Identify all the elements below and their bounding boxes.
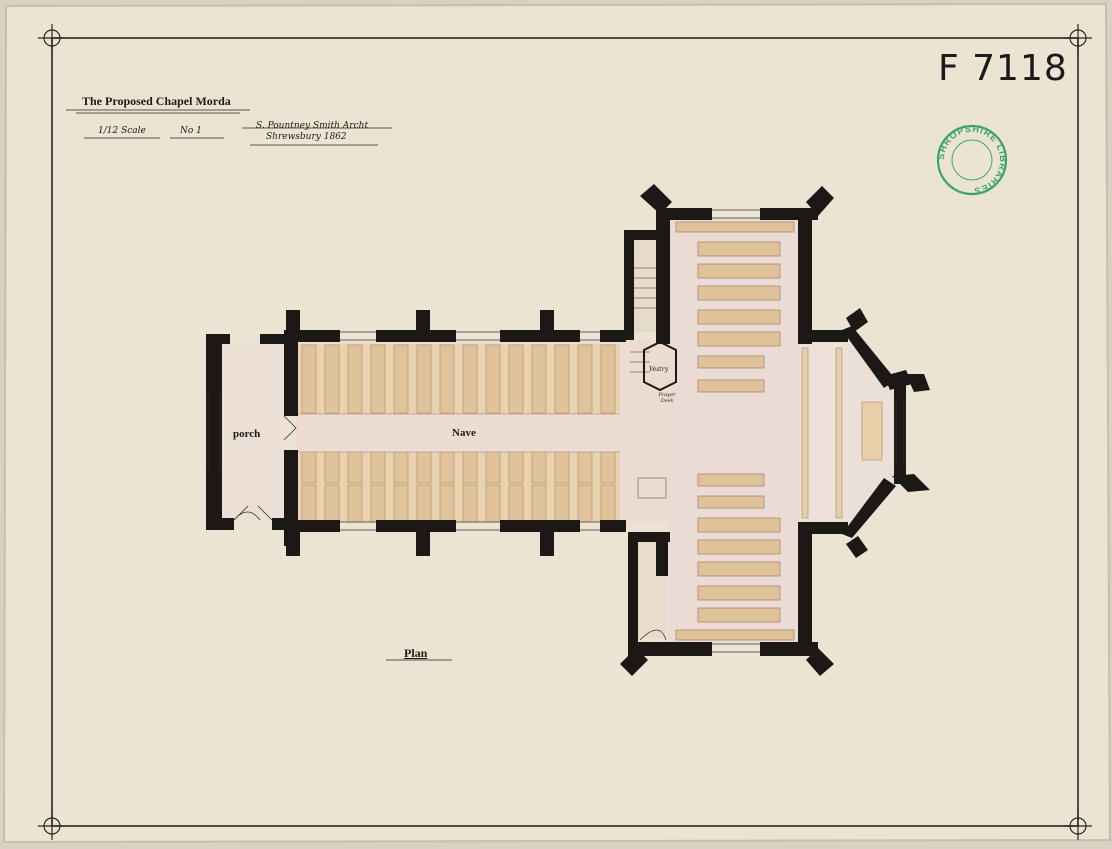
room-label-prayer-desk: Prayer Desk [658,392,676,404]
sheet-number: No 1 [180,126,202,136]
stairs [630,267,667,499]
drawing-title: The Proposed Chapel Morda [82,94,231,108]
library-stamp [936,124,1008,196]
corner-marks [38,24,1092,840]
walls [206,184,930,676]
transept-pews [675,221,795,641]
doors [233,415,667,641]
border-frame [51,37,1079,827]
windows [207,209,905,653]
room-label-porch: porch [233,428,261,440]
altar-table [861,401,883,461]
room-label-nave: Nave [452,427,476,439]
scale-label: 1/12 Scale [98,126,146,136]
architect-signature: S. Pountney Smith Archt [256,121,369,131]
room-label-vestry: Vestry [649,366,669,373]
title-rules [66,109,452,661]
plan-label: Plan [404,646,428,660]
nave-pews [298,344,620,522]
catalogue-number: F 7118 [938,48,1068,89]
chancel-rails [801,347,843,519]
place-and-date: Shrewsbury 1862 [266,132,347,142]
